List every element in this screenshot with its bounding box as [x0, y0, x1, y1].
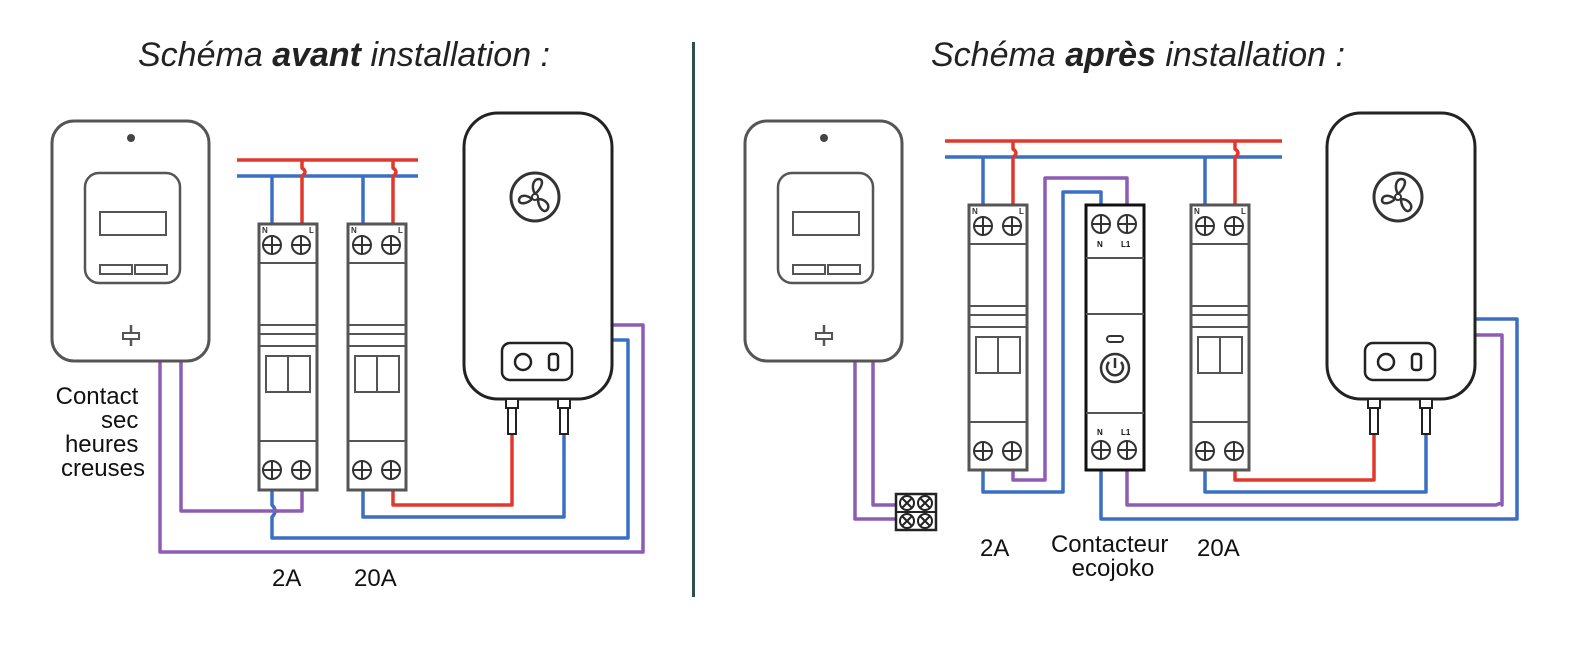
wire-neutral-control-before [270, 338, 630, 540]
terminal-n-label: N [1097, 428, 1103, 437]
title-before: Schéma avant installation : [138, 36, 550, 75]
terminal-l1-label: L1 [1121, 428, 1131, 437]
panel-divider [692, 42, 695, 597]
wire-dry-contact-b-before [158, 323, 645, 554]
water-heater-before [462, 111, 614, 435]
wire-phase-heater-after [1233, 432, 1376, 482]
water-heater-after [1325, 111, 1477, 435]
screw-terminal-icon [973, 441, 993, 461]
title-after: Schéma après installation : [931, 36, 1345, 75]
breaker-20a-before: N L [346, 222, 408, 492]
title-after-suffix: installation : [1155, 36, 1345, 74]
fan-icon [1372, 171, 1424, 223]
title-before-prefix: Schéma [138, 36, 273, 74]
contactor-label-line-1: Contacteur [1051, 531, 1168, 558]
title-before-suffix: installation : [361, 36, 551, 74]
title-before-bold: avant [272, 36, 362, 74]
screw-terminal-icon [381, 460, 401, 480]
contact-label-line-4: creuses [61, 455, 145, 482]
label-20a-before: 20A [354, 565, 397, 592]
screw-terminal-icon [1195, 216, 1215, 236]
wire-dry-contact-b-after [853, 360, 898, 521]
screw-terminal-icon [1195, 441, 1215, 461]
wire-contactor-n-out [1099, 317, 1519, 521]
contactor-label: Contacteur ecojoko [1051, 531, 1175, 582]
wires-before [158, 158, 645, 554]
title-after-bold: après [1065, 36, 1156, 74]
terminal-block [894, 492, 938, 532]
wire-dry-contact-a-before [179, 362, 304, 513]
wire-n-to-contactor [981, 190, 1103, 494]
terminal-n-label: N [1097, 240, 1103, 249]
terminal-n-label: N [1194, 207, 1200, 216]
contact-label-line-2: sec [101, 407, 138, 434]
breaker-2a-after: N L [967, 203, 1029, 472]
screw-terminal-icon [1224, 441, 1244, 461]
screw-terminal-icon [262, 235, 282, 255]
screw-terminal-icon [352, 235, 372, 255]
title-after-prefix: Schéma [931, 36, 1066, 74]
wire-l-to-contactor [1011, 176, 1129, 482]
label-2a-before: 2A [272, 565, 301, 592]
breaker-20a-after: N L [1189, 203, 1251, 472]
screw-terminal-icon [917, 513, 933, 529]
wire-neutral-heater-before [361, 432, 566, 519]
wire-phase-heater-before [391, 432, 514, 507]
screw-terminal-icon [291, 460, 311, 480]
contact-label-line-1: Contact [56, 383, 139, 410]
terminal-l-label: L [309, 226, 314, 235]
screw-terminal-icon [1002, 441, 1022, 461]
terminal-n-label: N [972, 207, 978, 216]
label-20a-after: 20A [1197, 535, 1240, 562]
wire-contactor-l1-out [1125, 333, 1504, 507]
screw-terminal-icon [1224, 216, 1244, 236]
terminal-l-label: L [1019, 207, 1024, 216]
terminal-l1-label: L1 [1121, 240, 1131, 249]
contactor-label-line-2: ecojoko [1072, 555, 1155, 582]
contact-label: Contact sec heures creuses [56, 383, 145, 482]
meter-icon [50, 119, 211, 363]
screw-terminal-icon [917, 495, 933, 511]
screw-terminal-icon [1002, 216, 1022, 236]
screw-terminal-icon [973, 216, 993, 236]
terminal-n-label: N [351, 226, 357, 235]
wire-phase-drop-a1 [1011, 141, 1018, 206]
screw-terminal-icon [1091, 440, 1111, 460]
screw-terminal-icon [381, 235, 401, 255]
wire-phase-drop-a2 [1233, 141, 1240, 206]
wire-dry-contact-a-after [871, 360, 898, 507]
breaker-2a-before: N L [257, 222, 319, 492]
label-2a-after: 2A [980, 535, 1009, 562]
screw-terminal-icon [262, 460, 282, 480]
screw-terminal-icon [1117, 440, 1137, 460]
screw-terminal-icon [291, 235, 311, 255]
wires-after [853, 139, 1519, 521]
screw-terminal-icon [1091, 214, 1111, 234]
screw-terminal-icon [899, 495, 915, 511]
contact-label-line-3: heures [65, 431, 138, 458]
screw-terminal-icon [1117, 214, 1137, 234]
terminal-n-label: N [262, 226, 268, 235]
meter-icon [743, 119, 904, 363]
terminal-l-label: L [398, 226, 403, 235]
wire-neutral-heater-after [1203, 432, 1428, 494]
terminal-l-label: L [1241, 207, 1246, 216]
screw-terminal-icon [899, 513, 915, 529]
wire-phase-drop-b2 [391, 160, 398, 226]
fan-icon [509, 171, 561, 223]
power-icon [1099, 352, 1131, 384]
ecojoko-contactor: N L1 N L1 [1084, 203, 1146, 472]
screw-terminal-icon [352, 460, 372, 480]
wire-phase-drop-b1 [300, 160, 307, 226]
